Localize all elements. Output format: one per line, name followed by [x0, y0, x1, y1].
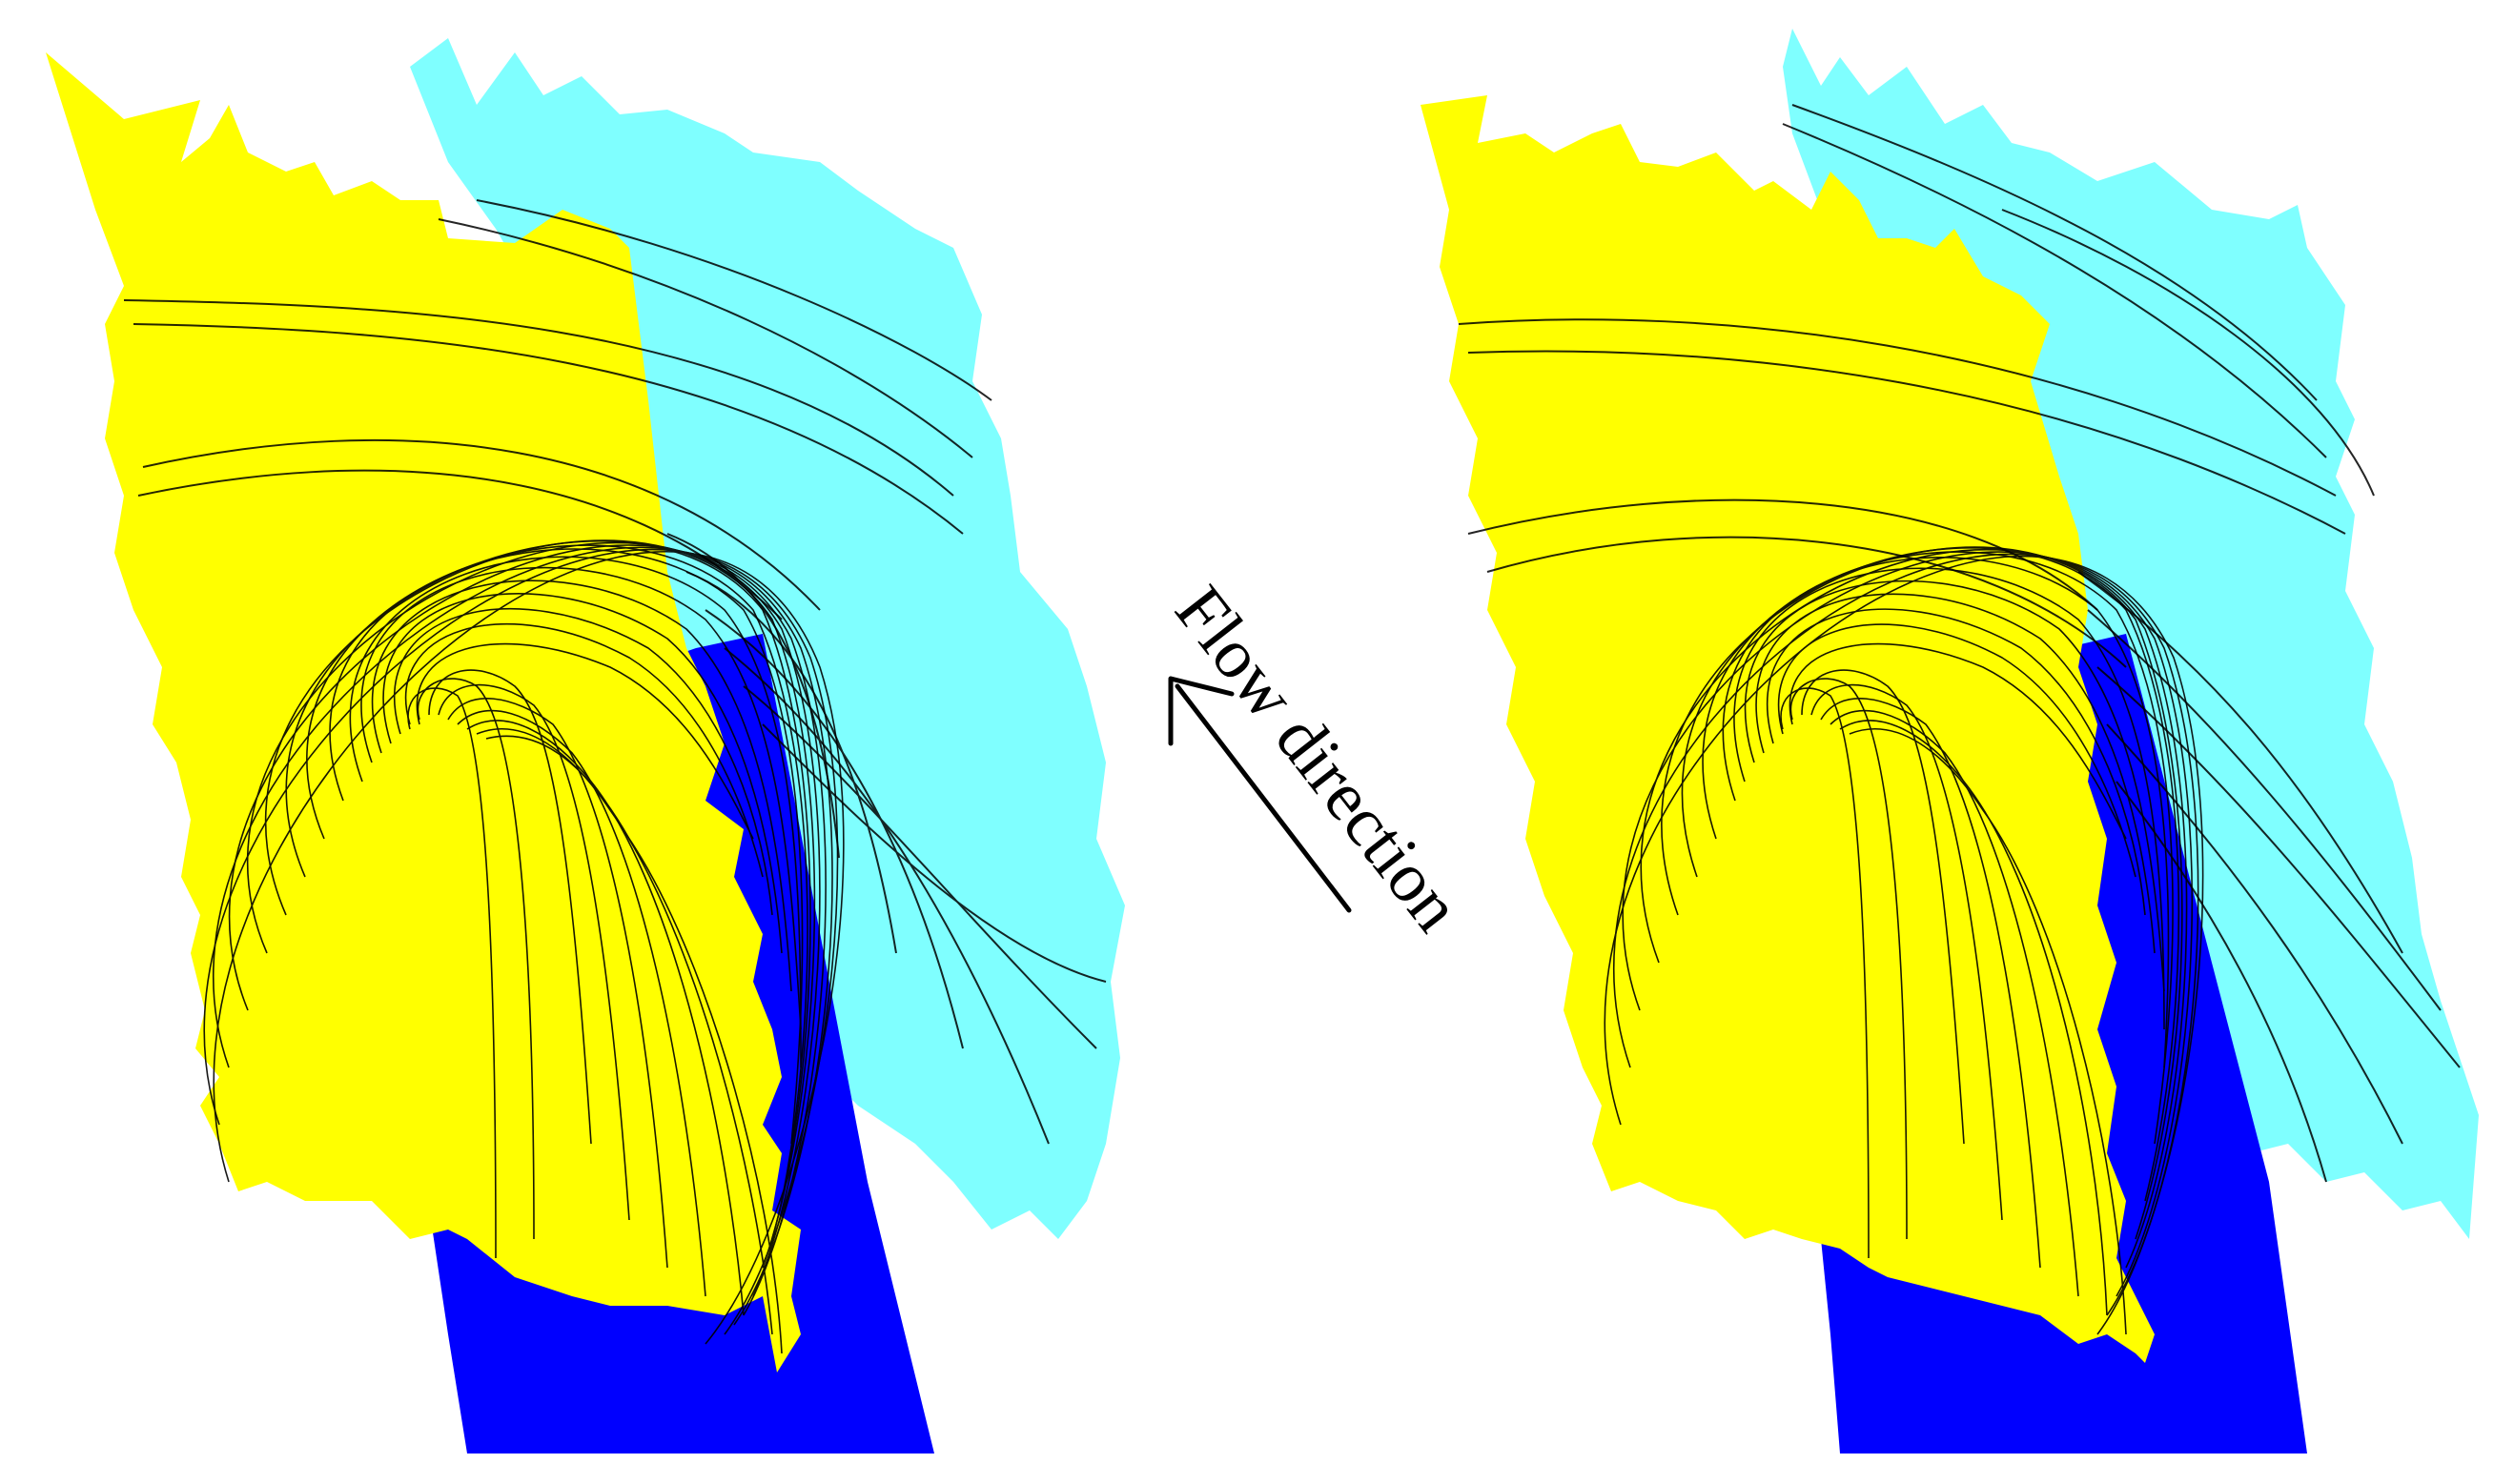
flow-direction-arrow-head	[1168, 676, 1235, 746]
flow-direction-label: Flow direction	[1160, 572, 1477, 945]
vortex-streamlines	[203, 539, 845, 1354]
vortex-streamlines	[1604, 546, 2204, 1335]
streamlines	[1458, 104, 2461, 1183]
yellow-surface	[46, 52, 801, 1372]
right-panel	[1421, 29, 2479, 1454]
flow-direction-arrow-shaft	[1175, 683, 1352, 913]
yellow-surface	[1421, 95, 2155, 1363]
flow-direction-annotation: Flow direction	[1160, 572, 1477, 945]
left-panel	[46, 38, 1125, 1454]
